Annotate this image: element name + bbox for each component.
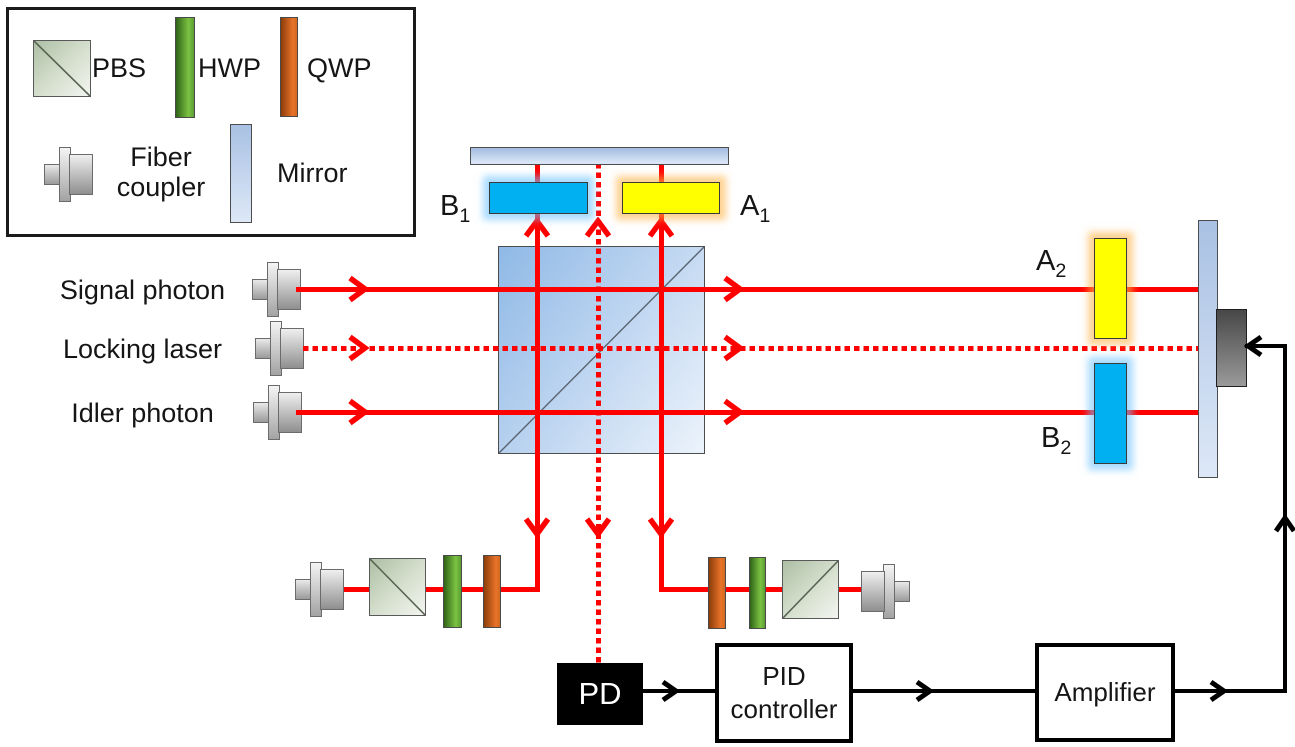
mirror-icon (230, 124, 252, 223)
fiber-body (280, 328, 304, 369)
top-mirror (470, 147, 729, 165)
legend-hwp-label: HWP (198, 53, 261, 83)
waveplate-a1 (622, 182, 720, 214)
label-a2-sub: 2 (1055, 259, 1067, 282)
signal-beam (296, 287, 1198, 292)
locking-fiber-coupler-icon (255, 321, 304, 376)
arrow-right-icon (348, 398, 369, 426)
arrow-up-icon (1273, 514, 1295, 533)
locking-laser-label: Locking laser (62, 334, 223, 364)
left-output-fiber-coupler-icon (295, 562, 344, 617)
label-a1-sub: 1 (759, 204, 771, 227)
arrow-up-icon (523, 217, 551, 238)
left-output-beam (330, 587, 540, 592)
waveplate-a2 (1094, 238, 1127, 339)
arrow-right-icon (723, 275, 744, 303)
left-output-hwp (443, 555, 462, 628)
arrow-right-icon (1209, 679, 1228, 703)
pid-label-line1: PID (762, 661, 806, 691)
arrow-down-icon (523, 517, 551, 538)
idler-fiber-coupler-icon (253, 385, 302, 440)
left-output-qwp (483, 555, 501, 628)
idler-beam (296, 410, 1198, 415)
locking-beam (303, 346, 1198, 351)
photodiode-box: PD (557, 663, 643, 725)
amplifier-box: Amplifier (1035, 643, 1175, 742)
fiber-body (69, 154, 93, 195)
legend-qwp-label: QWP (307, 53, 372, 83)
pbs-diagonal-icon (370, 559, 425, 615)
label-a1-base: A (740, 190, 760, 222)
qwp-icon (280, 17, 298, 117)
label-a1: A1 (740, 190, 770, 232)
locking-vertical-beam (596, 163, 601, 663)
right-output-fiber-coupler-icon (861, 564, 910, 619)
fiber-body (320, 569, 344, 610)
amplifier-label: Amplifier (1054, 677, 1156, 707)
arrow-left-icon (1244, 334, 1263, 358)
right-output-qwp (708, 557, 726, 629)
amplifier-output-wire (1175, 689, 1287, 693)
arrow-right-icon (661, 679, 680, 703)
right-output-pbs (782, 560, 839, 619)
hwp-icon (175, 17, 195, 118)
arrow-up-icon (584, 217, 612, 238)
right-vertical-beam (659, 163, 664, 592)
left-output-pbs (369, 558, 426, 616)
label-b1-base: B (440, 190, 460, 222)
arrow-right-icon (723, 334, 744, 362)
right-mirror (1198, 220, 1218, 478)
feedback-to-piezo-wire (1245, 344, 1285, 348)
legend-fiber-label-line2: coupler (116, 172, 206, 202)
label-b2-base: B (1041, 422, 1061, 454)
legend-mirror-label: Mirror (277, 158, 348, 188)
idler-photon-label: Idler photon (71, 398, 214, 428)
pbs-diagonal-icon (34, 41, 90, 96)
pbs-diagonal-icon (783, 561, 838, 618)
piezo-actuator (1216, 309, 1247, 387)
pid-controller-box: PID controller (715, 643, 853, 743)
signal-fiber-coupler-icon (252, 262, 301, 317)
legend-pbs-label: PBS (92, 53, 147, 83)
waveplate-b1 (489, 182, 588, 214)
signal-photon-label: Signal photon (59, 275, 226, 305)
label-b2: B2 (1041, 422, 1071, 464)
legend-fiber-label-line1: Fiber (130, 142, 192, 172)
label-a2-base: A (1036, 245, 1056, 277)
left-vertical-beam (535, 163, 540, 592)
arrow-down-icon (584, 517, 612, 538)
label-a2: A2 (1036, 245, 1066, 287)
label-b1-sub: 1 (459, 204, 471, 227)
arrow-right-icon (348, 275, 369, 303)
pd-label: PD (578, 676, 622, 711)
pid-to-amplifier-wire (853, 689, 1035, 693)
fiber-body (861, 571, 885, 612)
arrow-right-icon (723, 398, 744, 426)
pbs-icon (33, 40, 91, 97)
fiber-coupler-icon (44, 147, 93, 202)
pid-label-line2: controller (730, 694, 838, 724)
arrow-right-icon (348, 334, 369, 362)
right-output-hwp (749, 557, 766, 629)
label-b2-sub: 2 (1060, 436, 1072, 459)
arrow-up-icon (647, 217, 675, 238)
waveplate-b2 (1094, 363, 1127, 464)
legend-box: PBS HWP QWP Fiber coupler Mirror (6, 7, 416, 237)
arrow-down-icon (647, 517, 675, 538)
arrow-right-icon (915, 679, 934, 703)
label-b1: B1 (440, 190, 470, 232)
